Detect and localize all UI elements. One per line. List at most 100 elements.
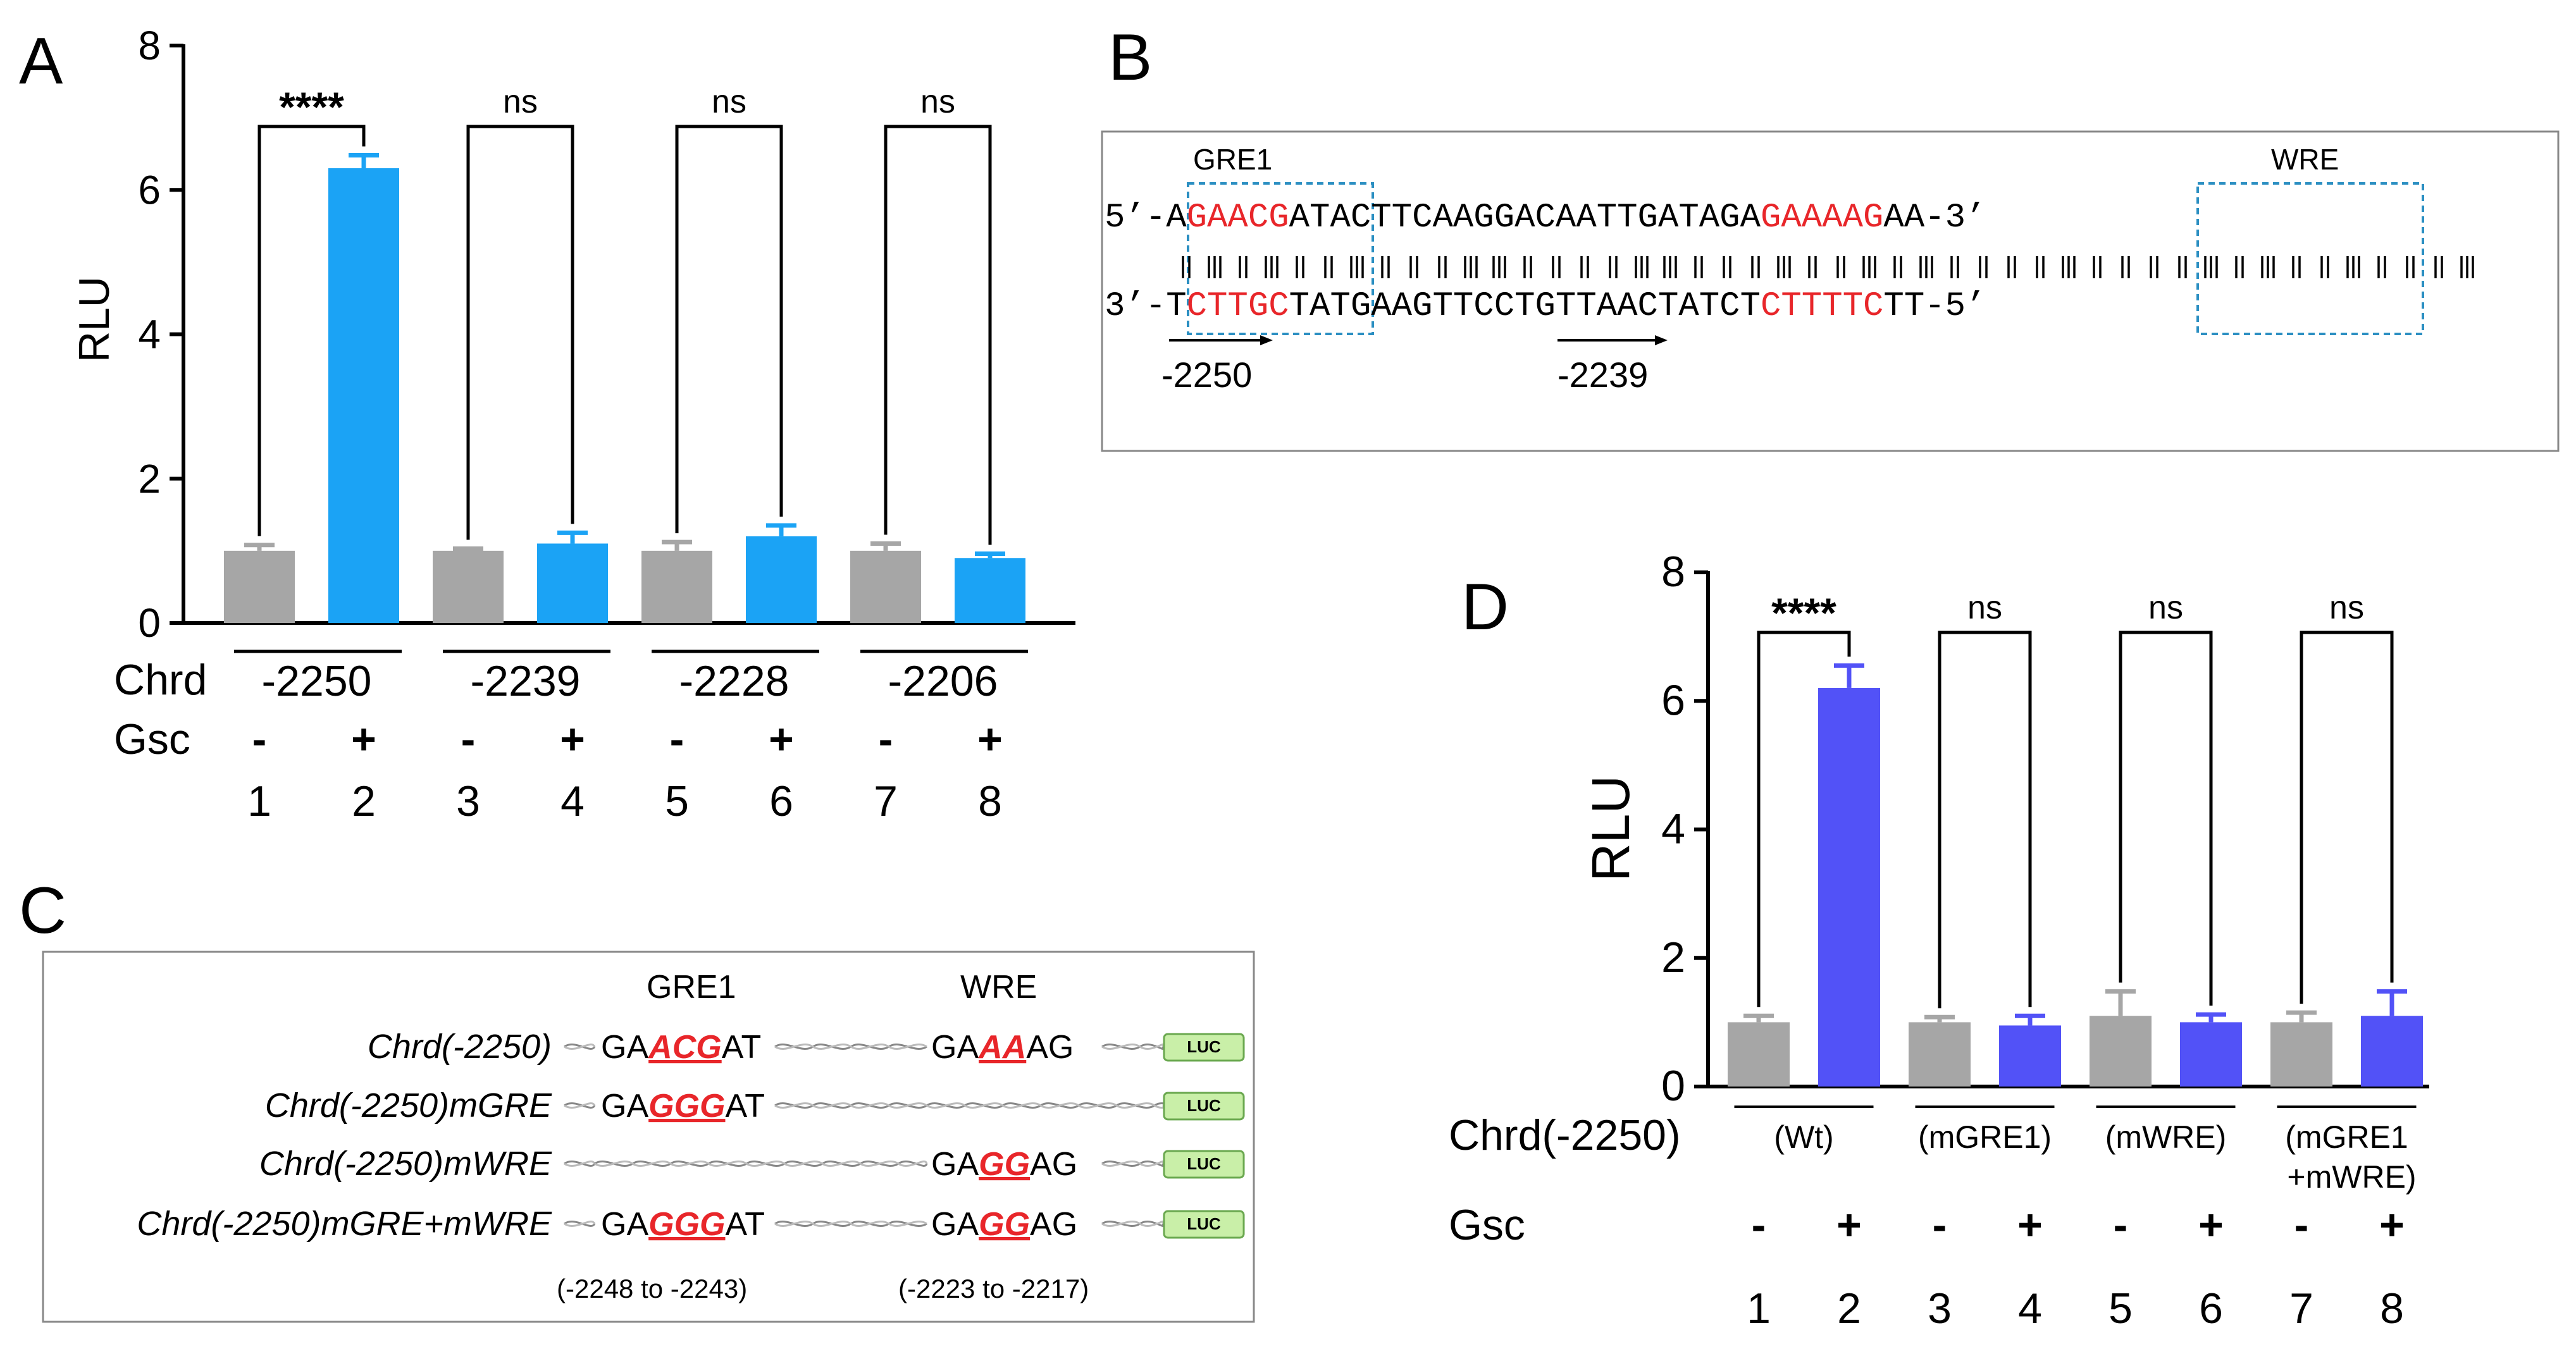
chartD-gsc-2: + (1836, 1201, 1862, 1249)
top-gre1: GAACG (1187, 199, 1289, 237)
chartA-ytick-label: 6 (138, 167, 161, 212)
chartD-bar-3 (1909, 1022, 1971, 1087)
chartA-bar-8 (955, 558, 1025, 623)
chartD-group-4a: (mGRE1 (2285, 1119, 2408, 1155)
dna-wave (774, 1221, 927, 1227)
chartD-gsc-5: - (2114, 1201, 2128, 1249)
top-prefix: 5’-A (1105, 199, 1187, 237)
bottom-gre1: CTTGC (1187, 287, 1289, 326)
chart-a-ylabel: RLU (70, 276, 118, 362)
chartD-bracket-1 (1757, 631, 1851, 1007)
chartA-ytick-label: 8 (138, 23, 161, 68)
arrow-2239-label: -2239 (1557, 355, 1648, 395)
bottom-middle: TATGAAGTTCCTGTTAACTATCT (1289, 287, 1761, 326)
chartD-ytick-label: 4 (1661, 805, 1685, 853)
chartD-gsc-6: + (2198, 1201, 2224, 1249)
dna-wave (594, 1161, 928, 1167)
chartA-ytick-label: 2 (138, 456, 161, 502)
chartA-group-4: -2206 (888, 657, 998, 705)
chartA-sig-3: ns (712, 83, 746, 120)
c-wre-label: WRE (960, 969, 1037, 1006)
construct-name-2: Chrd(-2250)mGRE (265, 1087, 552, 1124)
panel-label-b: B (1108, 21, 1152, 94)
arrow-2250 (1169, 335, 1273, 345)
chartA-lane-3: 3 (456, 777, 480, 825)
range-gre: (-2248 to -2243) (557, 1274, 747, 1303)
chartA-gsc-7: - (879, 715, 893, 763)
base-pair-lines (1182, 256, 2474, 278)
chartD-gsc-8: + (2379, 1201, 2405, 1249)
chartD-group-4b: +mWRE) (2287, 1159, 2416, 1195)
chartD-gsc-4: + (2017, 1201, 2043, 1249)
chartA-bracket-2 (466, 125, 574, 540)
wre-box (2196, 182, 2424, 335)
chartD-bar-8 (2361, 1016, 2423, 1087)
chartA-bar-1 (224, 550, 295, 623)
bottom-strand: 3’-TCTTGCTATGAAGTTCCTGTTAACTATCTCTTTTCTT… (1105, 287, 1986, 326)
chartA-sig-1: **** (279, 83, 344, 130)
dna-wave (564, 1044, 596, 1050)
dna-wave (564, 1161, 596, 1167)
chartD-group-3: (mWRE) (2105, 1119, 2227, 1155)
dna-wave (564, 1221, 596, 1227)
chartD-gsc-1: - (1752, 1201, 1766, 1249)
dna-wave (1101, 1161, 1165, 1167)
chartD-group-1: (Wt) (1774, 1119, 1833, 1155)
chartA-gsc-4: + (560, 715, 585, 763)
luc-box-4 (1163, 1210, 1245, 1239)
bottom-suffix: TT-5’ (1883, 287, 1986, 326)
chartD-lane-2: 2 (1837, 1284, 1861, 1333)
construct-gre-4: GAGGGAT (601, 1206, 765, 1243)
construct-wre-3: GAGGAG (931, 1146, 1077, 1183)
chartD-ytick-label: 8 (1661, 548, 1685, 596)
bottom-prefix: 3’-T (1105, 287, 1187, 326)
chart-d-bars (1728, 663, 2423, 1087)
construct-name-1: Chrd(-2250) (368, 1028, 552, 1066)
chartA-gsc-1: - (252, 715, 267, 763)
chartD-bar-1 (1728, 1022, 1790, 1087)
chartD-lane-7: 7 (2289, 1284, 2313, 1333)
chartA-gsc-3: - (461, 715, 476, 763)
luc-label-3: LUC (1187, 1154, 1221, 1173)
chartA-lane-1: 1 (247, 777, 271, 825)
chartA-bar-4 (537, 543, 608, 623)
panel-label-c: C (19, 874, 66, 947)
chartD-bar-2 (1818, 687, 1880, 1087)
construct-gre-2: GAGGGAT (601, 1088, 765, 1124)
chartA-bracket-1 (257, 125, 366, 536)
chartD-bracket-4 (2300, 631, 2394, 1004)
chartD-bracket-3 (2119, 631, 2213, 1006)
top-strand: 5’-AGAACGATACTTCAAGGACAATTGATAGAGAAAAGAA… (1105, 199, 1986, 237)
chartA-ytick-label: 4 (138, 312, 161, 357)
chartD-lane-6: 6 (2199, 1284, 2223, 1333)
chartD-lane-1: 1 (1747, 1284, 1771, 1333)
luc-box-1 (1163, 1033, 1245, 1062)
gre1-box (1187, 182, 1374, 335)
chartD-lane-4: 4 (2018, 1284, 2042, 1333)
chartA-lane-2: 2 (352, 777, 376, 825)
chartA-row1-label: Chrd (114, 656, 207, 704)
luc-box-2 (1163, 1092, 1245, 1121)
chartA-lane-5: 5 (665, 777, 689, 825)
chartD-lane-3: 3 (1928, 1284, 1952, 1333)
chartD-ytick-label: 6 (1661, 676, 1685, 724)
chartA-gsc-8: + (977, 715, 1003, 763)
chartA-bracket-3 (675, 125, 783, 534)
chartD-sig-3: ns (2148, 589, 2183, 626)
range-wre: (-2223 to -2217) (898, 1274, 1089, 1303)
chartA-group-3: -2228 (679, 657, 790, 705)
chartD-sig-4: ns (2329, 589, 2364, 626)
panel-b-frame (1101, 130, 2560, 452)
panel-label-a: A (19, 25, 63, 98)
top-suffix: AA-3’ (1883, 199, 1986, 237)
chartA-bracket-4 (884, 125, 992, 545)
chartD-group-2: (mGRE1) (1918, 1119, 2052, 1155)
chartD-sig-1: **** (1771, 589, 1836, 636)
luc-label-4: LUC (1187, 1214, 1221, 1233)
chartA-bar-6 (746, 536, 817, 623)
